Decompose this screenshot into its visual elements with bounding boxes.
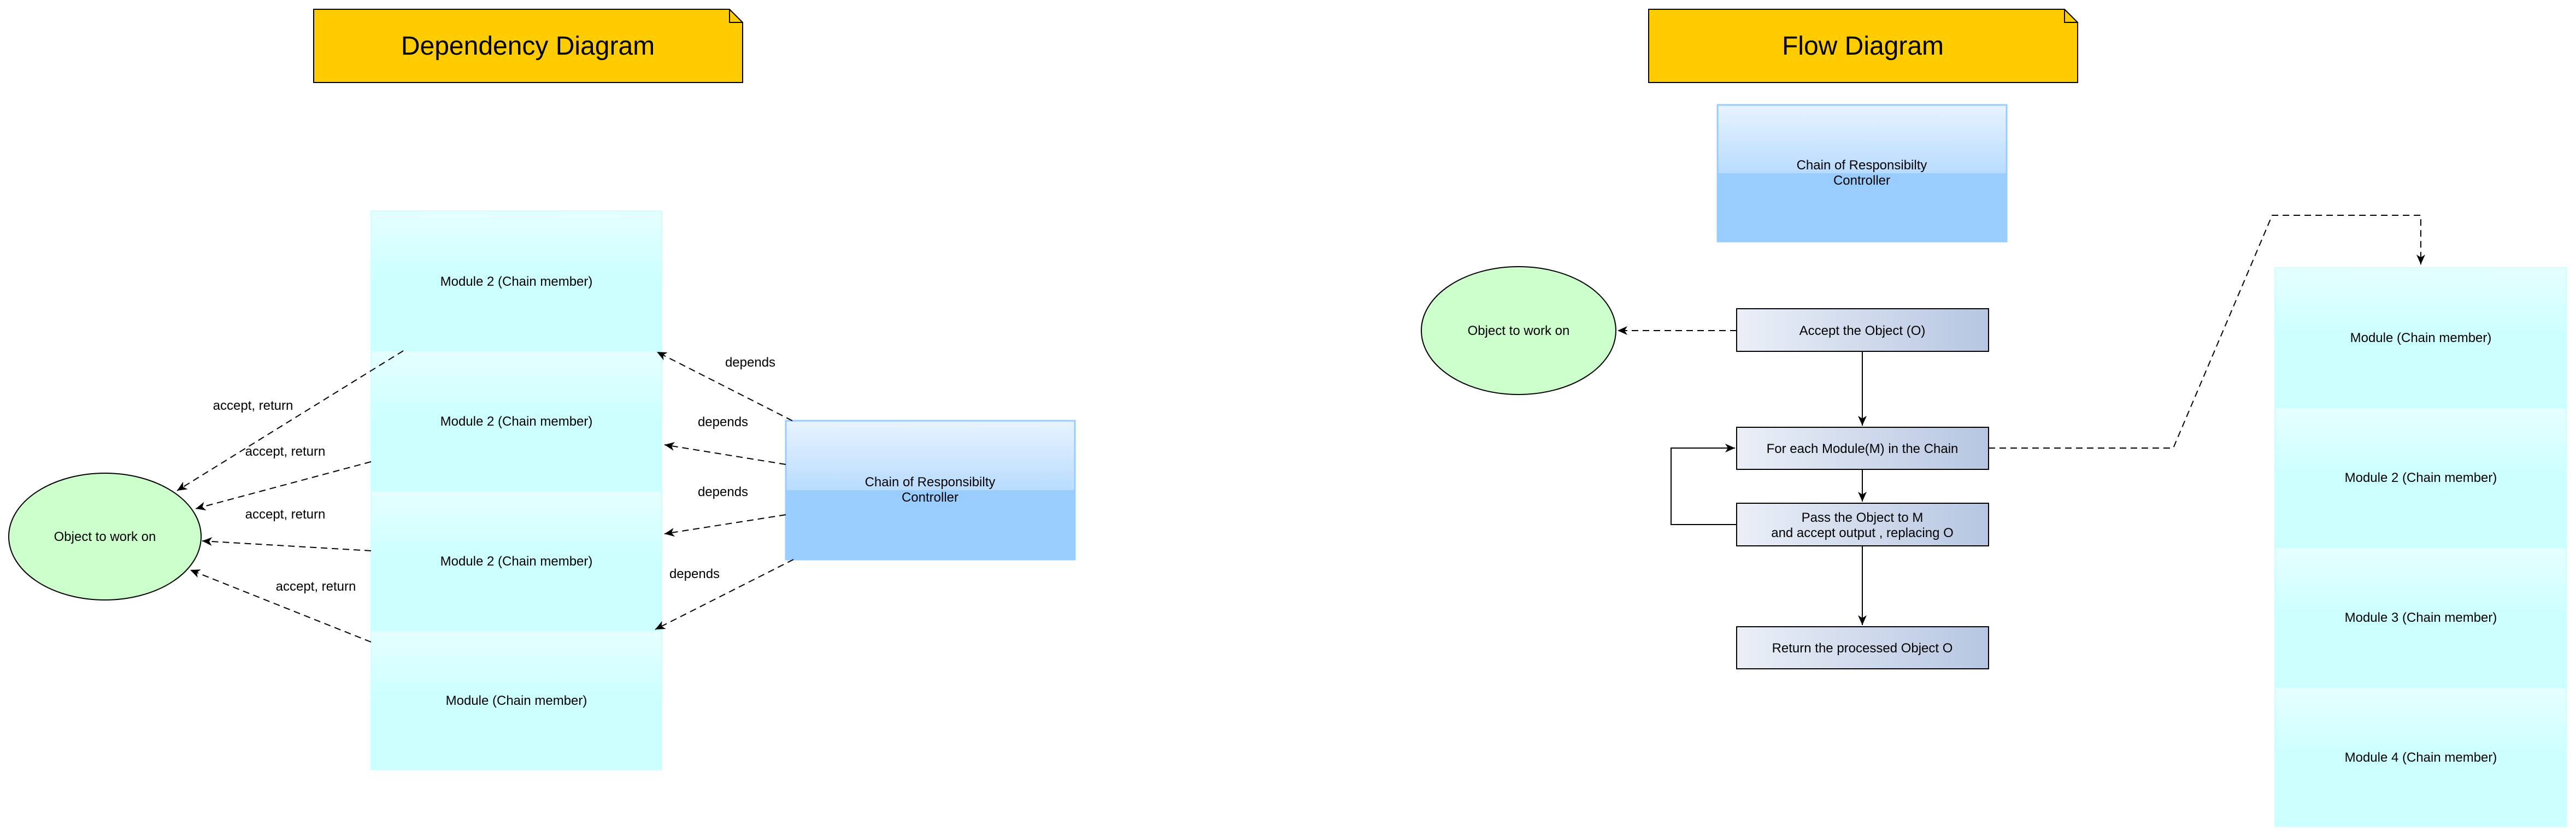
module-box: Module 2 (Chain member) [370, 210, 662, 351]
flow-module-box: Module 4 (Chain member) [2274, 687, 2567, 827]
depends-label: depends [698, 485, 748, 499]
depends-edge [664, 441, 786, 465]
module-label: Module (Chain member) [446, 693, 587, 708]
flow-module-label: Module 4 (Chain member) [2345, 750, 2497, 765]
step-for-each-label: For each Module(M) in the Chain [1767, 441, 1959, 456]
module-label: Module 2 (Chain member) [440, 554, 593, 569]
flow-diagram-title-note: Flow Diagram [1648, 9, 2078, 83]
flow-controller-label-line-1: Chain of Responsibilty [1797, 158, 1927, 173]
accept-return-edge [177, 350, 404, 491]
flow-module-box: Module 2 (Chain member) [2274, 407, 2567, 548]
depends-edge [664, 514, 786, 537]
module-dashed-edge [1989, 215, 2425, 449]
module-label: Module 2 (Chain member) [440, 414, 593, 429]
accept-return-label: accept, return [245, 444, 326, 459]
object-ellipse: Object to work on [8, 473, 202, 600]
step-pass-label-line-1: Pass the Object to M [1802, 510, 1924, 525]
depends-edge [655, 559, 794, 630]
loop-back-edge [1671, 444, 1737, 525]
flow-object-ellipse: Object to work on [1421, 266, 1616, 395]
flow-diagram-title: Flow Diagram [1782, 32, 1944, 61]
dependency-diagram-title-note: Dependency Diagram [313, 9, 743, 83]
module-box: Module 2 (Chain member) [370, 490, 662, 631]
flow-module-label: Module (Chain member) [2350, 331, 2492, 345]
depends-label: depends [669, 567, 720, 581]
flow-module-label: Module 2 (Chain member) [2345, 470, 2497, 485]
accept-return-label: accept, return [276, 579, 356, 594]
flow-controller-box: Chain of Responsibilty Controller [1716, 104, 2008, 243]
step-pass-label-line-2: and accept output , replacing O [1771, 526, 1954, 540]
step-pass-object: Pass the Object to M and accept output ,… [1736, 503, 1989, 546]
step-return-label: Return the processed Object O [1772, 641, 1953, 656]
depends-label: depends [725, 355, 775, 370]
controller-label-line-1: Chain of Responsibilty [865, 475, 996, 490]
object-label: Object to work on [54, 529, 156, 544]
step-accept-object: Accept the Object (O) [1736, 308, 1989, 352]
accept-return-edge [195, 461, 372, 511]
flow-module-box: Module (Chain member) [2274, 267, 2567, 408]
depends-label: depends [698, 415, 748, 429]
flow-module-label: Module 3 (Chain member) [2345, 610, 2497, 625]
accept-return-label: accept, return [245, 507, 326, 522]
flow-diagram: Flow Diagram Chain of Responsibilty Cont… [1421, 9, 2567, 827]
accept-return-label: accept, return [213, 398, 293, 413]
controller-box: Chain of Responsibilty Controller [785, 420, 1076, 561]
flow-object-label: Object to work on [1468, 323, 1570, 338]
flow-controller-label-line-2: Controller [1833, 173, 1890, 188]
module-box: Module (Chain member) [370, 630, 662, 770]
dependency-diagram: Dependency Diagram Module 2 (Chain membe… [8, 9, 1076, 770]
depends-edge [656, 351, 793, 421]
module-box: Module 2 (Chain member) [370, 350, 662, 491]
dependency-diagram-title: Dependency Diagram [401, 32, 655, 61]
controller-label-line-2: Controller [902, 490, 958, 505]
accept-return-edge [202, 537, 372, 551]
step-for-each-module: For each Module(M) in the Chain [1736, 427, 1989, 470]
module-label: Module 2 (Chain member) [440, 274, 593, 289]
flow-module-box: Module 3 (Chain member) [2274, 547, 2567, 688]
step-return-object: Return the processed Object O [1736, 626, 1989, 669]
step-accept-label: Accept the Object (O) [1799, 323, 1926, 338]
